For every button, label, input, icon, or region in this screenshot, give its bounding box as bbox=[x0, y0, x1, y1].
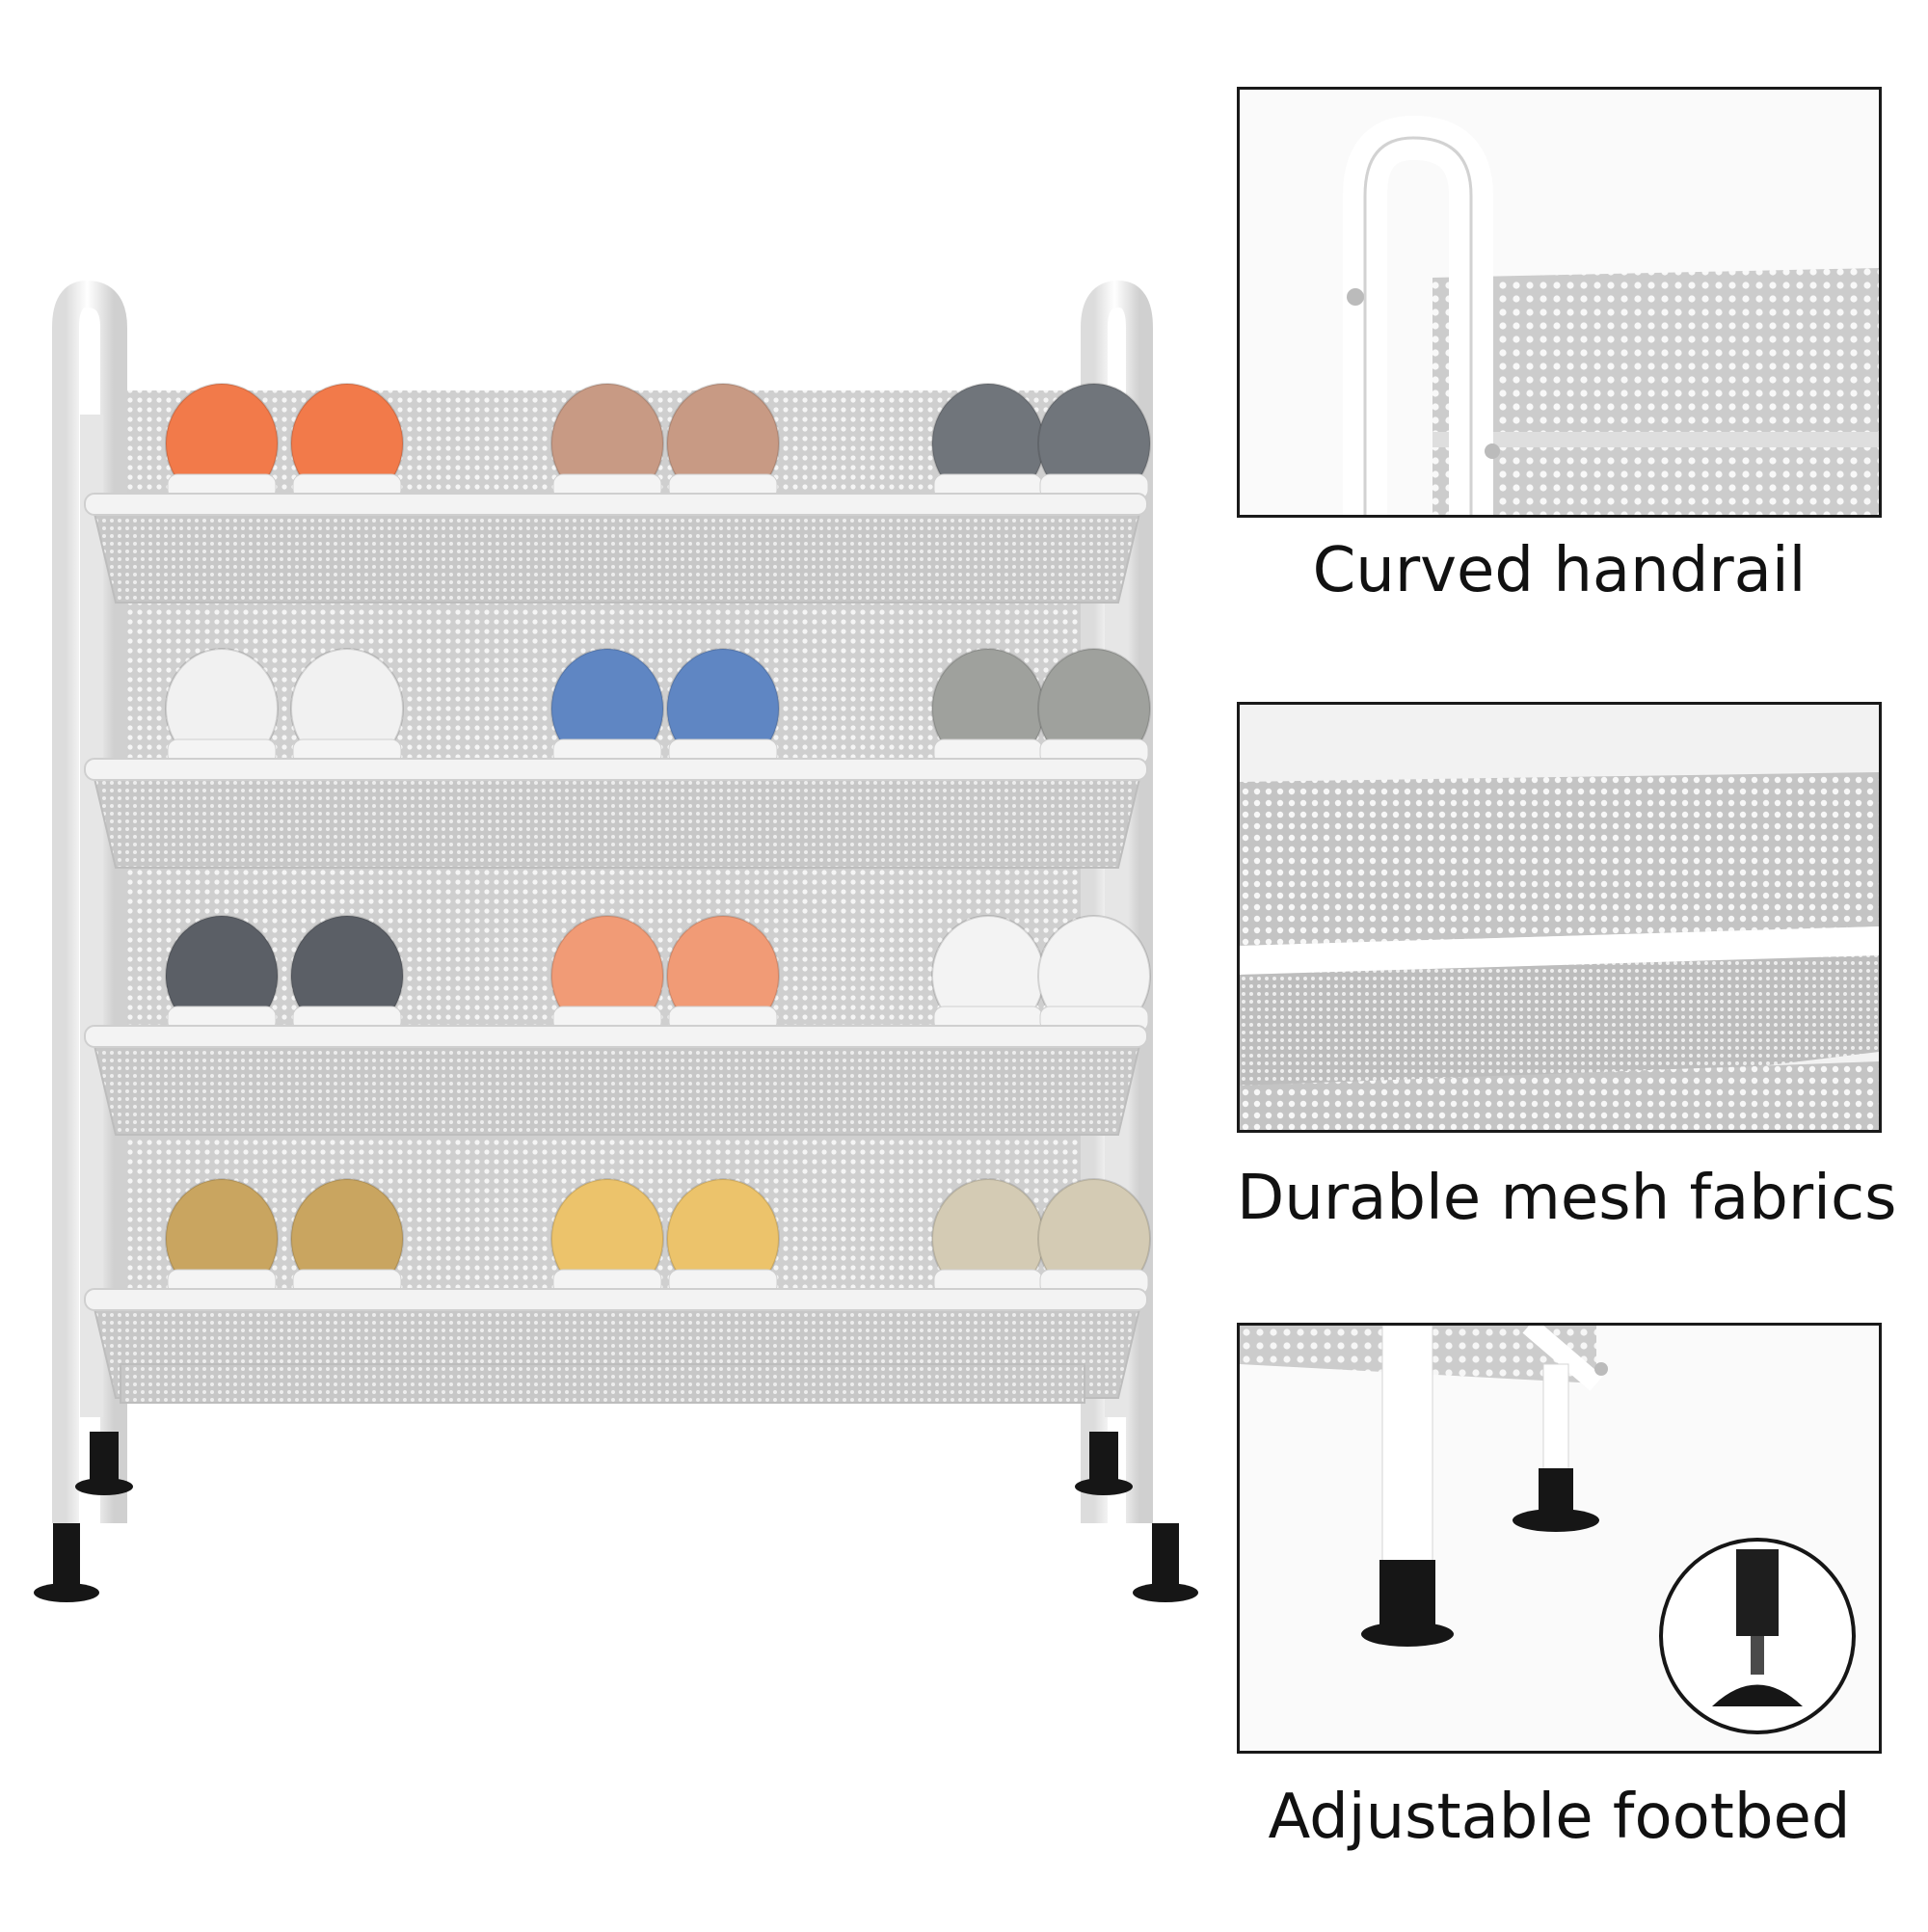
adjustable-foot-closeup-icon bbox=[1240, 1326, 1879, 1751]
handrail-detail-panel bbox=[1237, 87, 1882, 518]
left-frame bbox=[52, 281, 127, 1523]
shoe bbox=[165, 915, 279, 1036]
shoe bbox=[290, 383, 404, 504]
shoe bbox=[666, 383, 780, 504]
shoe bbox=[550, 1178, 664, 1300]
feature-caption-1: Curved handrail bbox=[1312, 535, 1807, 606]
rack-feet bbox=[34, 1432, 1198, 1602]
shoe bbox=[1037, 383, 1151, 504]
shoe bbox=[931, 1178, 1045, 1300]
feature-caption-2: Durable mesh fabrics bbox=[1237, 1163, 1897, 1234]
shelf-tier-3 bbox=[84, 915, 1151, 1136]
shoe bbox=[1037, 648, 1151, 769]
shoe bbox=[165, 648, 279, 769]
shoe bbox=[290, 915, 404, 1036]
shelves bbox=[84, 383, 1151, 1399]
shoe bbox=[1037, 1178, 1151, 1300]
shoe bbox=[165, 383, 279, 504]
shoe-rack-image bbox=[34, 281, 1198, 1602]
shelf-tier-1 bbox=[84, 383, 1151, 604]
shoe bbox=[931, 915, 1045, 1036]
feature-caption-3: Adjustable footbed bbox=[1268, 1782, 1851, 1853]
shoe bbox=[1037, 915, 1151, 1036]
shelf-tier-2 bbox=[84, 648, 1151, 869]
shoe bbox=[931, 648, 1045, 769]
mesh-detail-panel bbox=[1237, 702, 1882, 1133]
shoe bbox=[550, 648, 664, 769]
mesh-fabric-closeup-icon bbox=[1240, 705, 1879, 1130]
shoe bbox=[666, 648, 780, 769]
curved-handrail-closeup-icon bbox=[1240, 90, 1879, 515]
foot-detail-panel bbox=[1237, 1323, 1882, 1754]
shoe bbox=[165, 1178, 279, 1300]
shoe bbox=[290, 648, 404, 769]
shoe bbox=[931, 383, 1045, 504]
shoe-rack-illustration bbox=[34, 281, 1198, 1602]
shoe bbox=[666, 915, 780, 1036]
shoe bbox=[550, 915, 664, 1036]
shoe bbox=[550, 383, 664, 504]
shoe bbox=[666, 1178, 780, 1300]
right-frame bbox=[1081, 281, 1153, 1523]
shoe bbox=[290, 1178, 404, 1300]
